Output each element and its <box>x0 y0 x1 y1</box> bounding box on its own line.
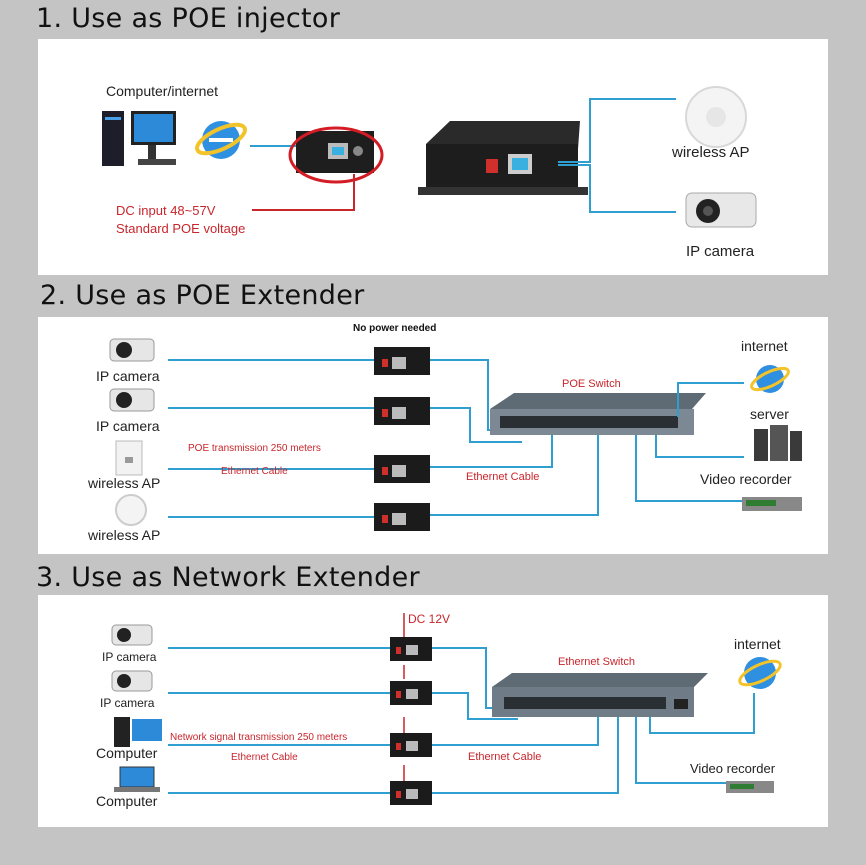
dc-input-label: DC input 48~57V <box>116 203 216 218</box>
switch-icon <box>492 673 708 717</box>
network-extender-panel: IP camera IP camera Computer Computer Ne… <box>38 595 828 827</box>
laptop-icon <box>114 766 160 792</box>
ethernet-cable-label: Ethernet Cable <box>466 471 539 483</box>
server-icon <box>754 425 802 461</box>
computer-label: Computer <box>96 745 158 761</box>
wireless-ap-icon <box>115 494 147 526</box>
standard-poe-label: Standard POE voltage <box>116 221 245 236</box>
computer-label: Computer/internet <box>106 83 218 99</box>
ip-camera-label: IP camera <box>96 368 160 384</box>
poe-extender-panel: No power needed IP camera IP camera wire… <box>38 317 828 554</box>
poe-injector-icon <box>296 131 374 173</box>
internet-label: internet <box>741 338 788 354</box>
poe-device-icon <box>374 503 430 531</box>
poe-device-icon <box>374 347 430 375</box>
wireless-ap-label: wireless AP <box>87 475 160 491</box>
internet-explorer-icon <box>195 121 247 159</box>
ethernet-cable-label: Ethernet Cable <box>231 752 298 763</box>
section-1-title: 1. Use as POE injector <box>36 3 341 34</box>
poe-device-icon <box>390 733 432 757</box>
ip-camera-label: IP camera <box>100 696 155 710</box>
wireless-ap-label: wireless AP <box>87 527 160 543</box>
ip-camera-icon <box>111 624 153 646</box>
computer-icon <box>102 111 176 166</box>
ethernet-switch-label: Ethernet Switch <box>558 656 635 668</box>
wireless-ap-label: wireless AP <box>671 144 750 161</box>
wireless-ap-icon <box>115 440 143 476</box>
ip-camera-label: IP camera <box>686 243 755 260</box>
dc-12v-label: DC 12V <box>408 612 450 626</box>
computer-icon <box>114 717 162 747</box>
ip-camera-label: IP camera <box>96 418 160 434</box>
ip-camera-icon <box>109 388 155 412</box>
wireless-ap-icon <box>685 86 747 148</box>
video-recorder-icon <box>742 497 802 511</box>
ip-camera-icon <box>685 192 757 228</box>
video-recorder-label: Video recorder <box>690 761 776 776</box>
video-recorder-icon <box>726 781 774 793</box>
ethernet-cable-label: Ethernet Cable <box>468 751 541 763</box>
poe-device-icon <box>374 455 430 483</box>
poe-injector-panel: Computer/internet DC input 48~57V Standa… <box>38 39 828 275</box>
poe-extender-diagram: No power needed IP camera IP camera wire… <box>87 323 802 543</box>
poe-device-icon <box>374 397 430 425</box>
poe-injector-diagram: Computer/internet DC input 48~57V Standa… <box>102 83 757 260</box>
ip-camera-icon <box>109 338 155 362</box>
ip-camera-icon <box>111 670 153 692</box>
poe-device-icon <box>390 781 432 805</box>
video-recorder-label: Video recorder <box>700 471 792 487</box>
computer-label: Computer <box>96 793 158 809</box>
poe-device-icon <box>390 681 432 705</box>
section-2-title: 2. Use as POE Extender <box>40 280 365 311</box>
poe-device-icon <box>418 121 588 195</box>
poe-switch-label: POE Switch <box>562 378 621 390</box>
no-power-label: No power needed <box>353 323 436 334</box>
network-extender-diagram: IP camera IP camera Computer Computer Ne… <box>96 612 782 809</box>
section-3-title: 3. Use as Network Extender <box>36 562 420 593</box>
highlight-ring <box>288 126 384 184</box>
ip-camera-label: IP camera <box>102 650 157 664</box>
internet-explorer-icon <box>750 365 790 393</box>
poe-transmission-label: POE transmission 250 meters <box>188 443 321 454</box>
poe-device-icon <box>390 637 432 661</box>
ethernet-cable-label: Ethernet Cable <box>221 466 288 477</box>
internet-explorer-icon <box>738 657 782 689</box>
internet-label: internet <box>734 636 781 652</box>
network-transmission-label: Network signal transmission 250 meters <box>170 732 347 743</box>
switch-icon <box>490 393 706 435</box>
server-label: server <box>750 406 789 422</box>
